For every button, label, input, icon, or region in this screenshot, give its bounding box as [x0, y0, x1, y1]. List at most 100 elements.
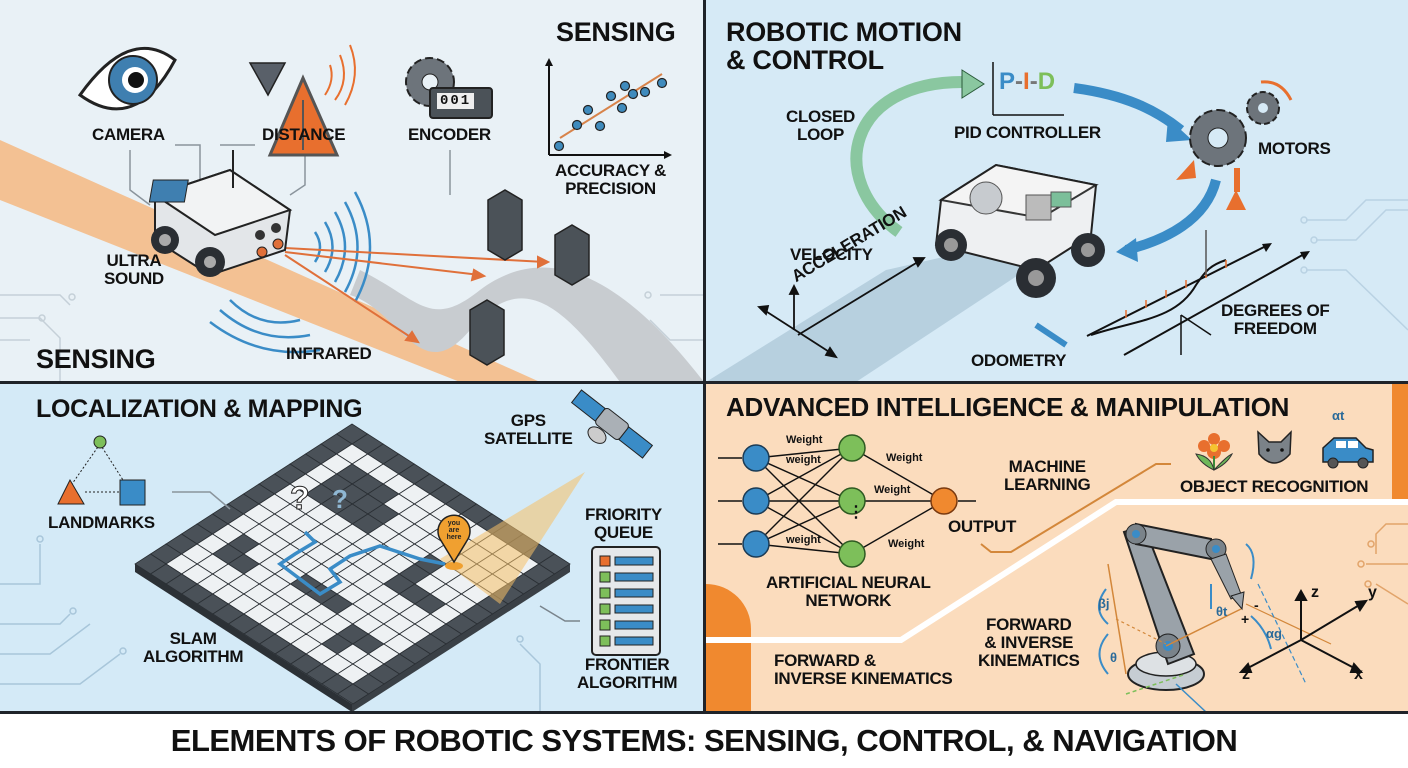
- alpha-t: αt: [1332, 408, 1345, 423]
- axis-x: x: [1354, 666, 1363, 683]
- scatter-point: [616, 102, 628, 114]
- beta-j: βj: [1098, 596, 1110, 611]
- robot-arm-icon: [1122, 522, 1245, 691]
- motion-title: ROBOTIC MOTION & CONTROL: [726, 17, 962, 76]
- object-recognition-label: OBJECT RECOGNITION: [1180, 477, 1369, 496]
- cat-icon: [1257, 430, 1292, 464]
- queue-priority-marker: [599, 587, 611, 599]
- hidden-neuron: [838, 487, 866, 515]
- gps-satellite-icon: [570, 389, 654, 459]
- nn-edge: [755, 543, 853, 555]
- pin-text: you are here: [446, 520, 462, 541]
- feedback-arrow: [1124, 178, 1221, 255]
- robot-car-icon: [148, 150, 293, 277]
- localization-mapping-panel: LOCALIZATION & MAPPING LANDMARKS GPS SAT…: [0, 384, 704, 712]
- pid-sep-1: -: [1015, 68, 1024, 95]
- sensing-illustration: [0, 44, 704, 382]
- scatter-point: [639, 86, 651, 98]
- axis-y: y: [1368, 584, 1377, 601]
- distance-triangle-icon: [248, 44, 356, 157]
- weight-label: Weight: [786, 434, 823, 446]
- scatter-point: [571, 119, 583, 131]
- horizontal-divider: [0, 381, 1408, 384]
- vertical-divider: [703, 0, 706, 712]
- grid-cell: [336, 683, 370, 705]
- mapping-illustration: [0, 389, 661, 712]
- unknown-mark: ?: [290, 480, 311, 517]
- ml-label: MACHINE LEARNING: [1004, 457, 1091, 494]
- weight-label: weight: [786, 454, 821, 466]
- flower-icon: [1195, 433, 1234, 472]
- mapping-title: LOCALIZATION & MAPPING: [36, 395, 363, 423]
- ann-label: ARTIFICIAL NEURAL NETWORK: [766, 573, 931, 610]
- queue-item-bar: [614, 620, 654, 630]
- encoder-label: ENCODER: [408, 125, 491, 144]
- accuracy-label: ACCURACY & PRECISION: [555, 161, 666, 198]
- landmarks-icon: [57, 435, 231, 510]
- nn-edge: [755, 447, 853, 459]
- robot-path: [276, 530, 446, 597]
- you-are-here-pin-icon: [437, 514, 471, 570]
- section-divider: [706, 499, 1408, 643]
- landmarks-label: LANDMARKS: [48, 513, 155, 532]
- pid-axes: [992, 62, 1064, 116]
- pid-p: P: [999, 68, 1016, 95]
- queue-priority-marker: [599, 619, 611, 631]
- alpha-g: αg: [1266, 626, 1282, 641]
- accent-bar: [1392, 384, 1408, 502]
- obstacle-blocks: [469, 189, 590, 366]
- minus-sign: -: [1254, 597, 1259, 613]
- priority-queue-label: FRIORITY QUEUE: [585, 505, 662, 542]
- circuit-traces: [0, 535, 541, 712]
- hidden-neuron: [838, 434, 866, 462]
- footer-divider: [0, 711, 1408, 714]
- queue-item-bar: [614, 556, 654, 566]
- intelligence-manipulation-panel: ADVANCED INTELLIGENCE & MANIPULATION ART…: [706, 384, 1408, 712]
- queue-item-bar: [614, 636, 654, 646]
- nn-edge: [755, 500, 853, 545]
- pid-sep-2: -: [1029, 68, 1038, 95]
- dof-graph: [1034, 230, 1310, 356]
- closed-loop-arrowhead: [961, 69, 985, 99]
- motors-label: MOTORS: [1258, 139, 1331, 158]
- road: [350, 267, 704, 382]
- car-icon: [1322, 437, 1374, 469]
- motion-illustration: [706, 62, 1408, 382]
- closed-loop-arrow: [850, 75, 967, 237]
- neural-network: [718, 434, 976, 568]
- theta-t: θt: [1216, 604, 1228, 619]
- unknown-mark-faded: ?: [332, 484, 348, 514]
- ultrasound-label: ULTRA SOUND: [104, 251, 164, 288]
- nn-edge: [755, 457, 853, 502]
- ellipsis: ⋮: [848, 504, 864, 521]
- velocity-axes: [757, 257, 926, 359]
- weight-label: weight: [786, 534, 821, 546]
- scatter-point: [582, 104, 594, 116]
- queue-connector: [539, 605, 580, 622]
- input-neuron: [742, 444, 770, 472]
- queue-items: [599, 555, 654, 647]
- encoder-counter: 001: [437, 93, 475, 109]
- pid-i: I: [1023, 68, 1030, 95]
- pid-controller-label: PID CONTROLLER: [954, 123, 1101, 142]
- nn-edge: [851, 447, 945, 502]
- infrared-label: INFRARED: [286, 344, 372, 363]
- nn-edge: [755, 447, 853, 545]
- input-neuron: [742, 487, 770, 515]
- fik-center-label: FORWARD & INVERSE KINEMATICS: [978, 615, 1080, 670]
- odometry-label: ODOMETRY: [971, 351, 1067, 370]
- queue-item-bar: [614, 572, 654, 582]
- input-neuron: [742, 530, 770, 558]
- slam-label: SLAM ALGORITHM: [143, 629, 244, 666]
- scatter-point: [619, 80, 631, 92]
- accent-circle: [706, 584, 751, 712]
- axis-z-down: z: [1242, 666, 1250, 683]
- sensing-title-bottom: SENSING: [36, 344, 156, 374]
- output-label: OUTPUT: [948, 517, 1017, 536]
- queue-item-bar: [614, 588, 654, 598]
- axis-z-up: z: [1311, 584, 1319, 601]
- fik-left-label: FORWARD & INVERSE KINEMATICS: [774, 651, 953, 688]
- scatter-point: [594, 120, 606, 132]
- intelligence-title: ADVANCED INTELLIGENCE & MANIPULATION: [726, 392, 1290, 422]
- sensor-rays: [284, 247, 551, 344]
